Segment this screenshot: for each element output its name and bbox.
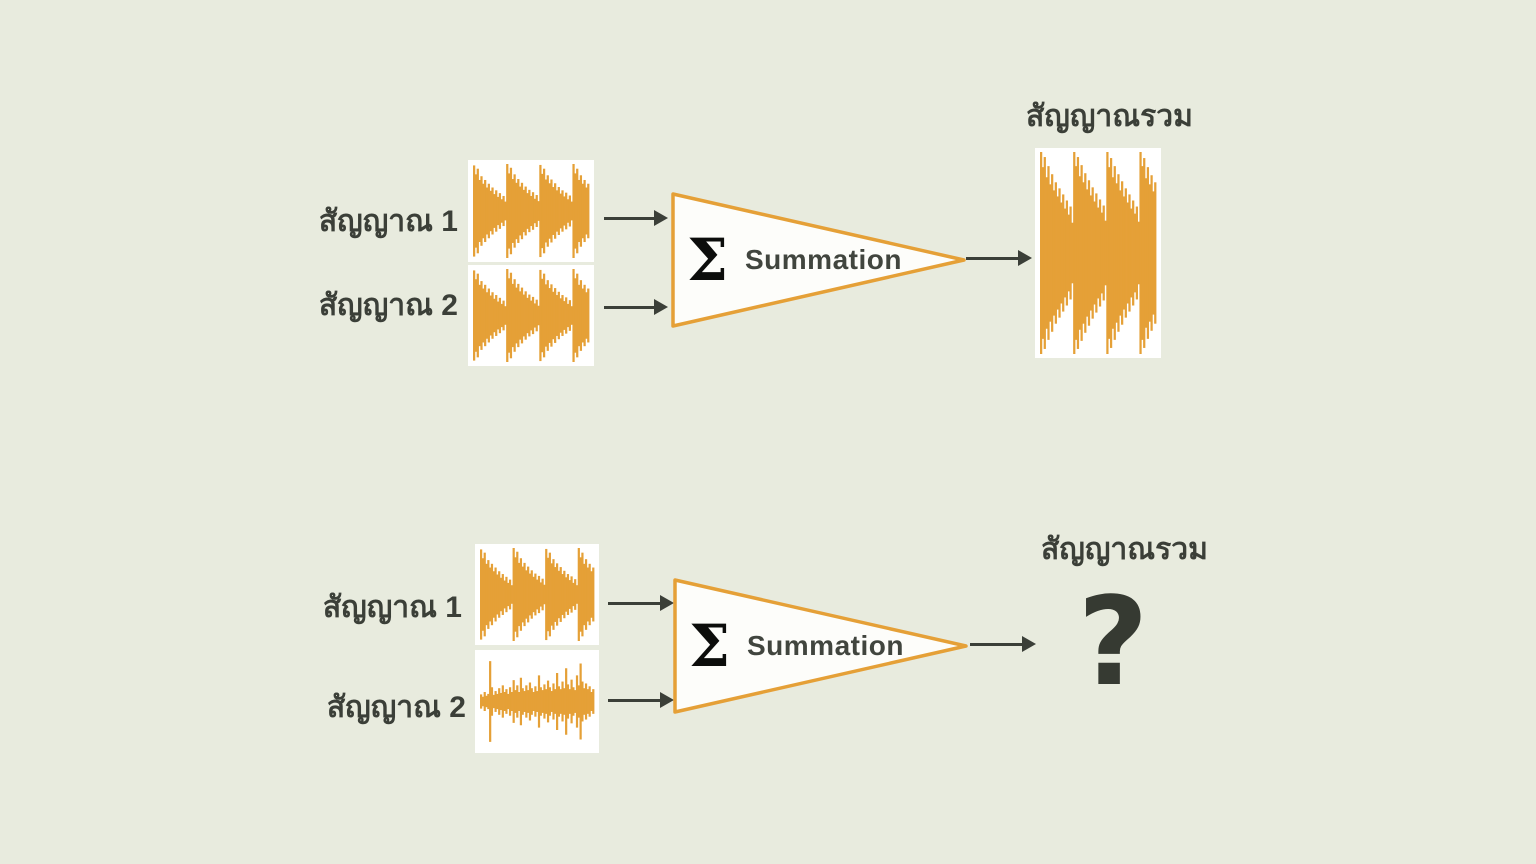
bottom-arrow-input2 bbox=[608, 692, 674, 708]
summation-label: Summation bbox=[747, 630, 904, 661]
top-arrow-input2 bbox=[604, 299, 668, 315]
bottom-summation-block: Σ Summation bbox=[673, 578, 969, 714]
arrow-shaft bbox=[966, 256, 1018, 260]
arrow-shaft bbox=[608, 601, 660, 605]
summation-triangle-icon bbox=[671, 192, 966, 328]
summation-triangle-icon bbox=[673, 578, 968, 714]
top-signal1-label: สัญญาณ 1 bbox=[318, 205, 458, 238]
arrow-right-icon bbox=[654, 210, 668, 226]
bottom-signal2-label: สัญญาณ 2 bbox=[326, 691, 466, 724]
bottom-signal1-label: สัญญาณ 1 bbox=[322, 591, 462, 624]
bottom-arrow-output bbox=[970, 636, 1036, 652]
sigma-symbol: Σ bbox=[689, 612, 731, 680]
top-arrow-output bbox=[966, 250, 1032, 266]
arrow-shaft bbox=[604, 216, 654, 220]
top-signal2-label: สัญญาณ 2 bbox=[318, 289, 458, 322]
top-signal1-waveform bbox=[468, 160, 594, 262]
bottom-arrow-input1 bbox=[608, 595, 674, 611]
top-signal2-waveform bbox=[468, 265, 594, 366]
arrow-right-icon bbox=[654, 299, 668, 315]
arrow-shaft bbox=[970, 642, 1022, 646]
top-summation-block: Σ Summation bbox=[671, 192, 967, 328]
top-combined-waveform bbox=[1035, 148, 1161, 358]
arrow-shaft bbox=[608, 698, 660, 702]
top-output-label: สัญญาณรวม bbox=[1026, 100, 1193, 133]
arrow-shaft bbox=[604, 305, 654, 309]
summation-diagram-bottom: สัญญาณ 1 สัญญาณ 2 Σ Summation สัญญาณรวม … bbox=[0, 432, 1536, 864]
arrow-right-icon bbox=[660, 692, 674, 708]
bottom-signal2-waveform bbox=[475, 650, 599, 753]
arrow-right-icon bbox=[1022, 636, 1036, 652]
summation-diagram-top: สัญญาณ 1 สัญญาณ 2 Σ Summation สัญญาณรวม bbox=[318, 100, 1193, 366]
sigma-symbol: Σ bbox=[687, 226, 729, 294]
unknown-output-question-mark: ? bbox=[1077, 571, 1149, 713]
bottom-output-label: สัญญาณรวม bbox=[1041, 533, 1208, 566]
summation-label: Summation bbox=[745, 244, 902, 275]
top-arrow-input1 bbox=[604, 210, 668, 226]
bottom-signal1-waveform bbox=[475, 544, 599, 645]
arrow-right-icon bbox=[660, 595, 674, 611]
arrow-right-icon bbox=[1018, 250, 1032, 266]
